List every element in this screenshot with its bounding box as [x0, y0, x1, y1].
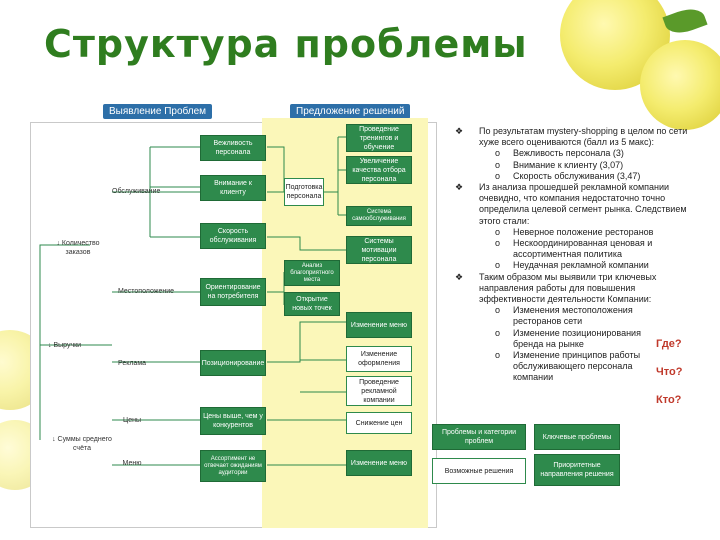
solution-new-points: Открытие новых точек: [284, 292, 340, 316]
lemon-decoration: [640, 40, 720, 130]
solution-change-menu-1: Изменение меню: [346, 312, 412, 338]
legend-possible: Возможные решения: [432, 458, 526, 484]
solution-staff-prep: Подготовка персонала: [284, 178, 324, 206]
solution-ad-campaign: Проведение рекламной компании: [346, 376, 412, 406]
solution-motivation: Системы мотивации персонала: [346, 236, 412, 264]
finding-paragraph: ❖ Из анализа прошедшей рекламной компани…: [455, 182, 687, 226]
question-where: Где?: [656, 338, 682, 350]
result-orders: ↓ Количество заказов: [56, 240, 100, 256]
category-location: Местоположение: [117, 288, 175, 295]
finding-paragraph: ❖ По результатам mystery-shopping в цело…: [455, 126, 688, 148]
section-tab-solutions: Предложение решений: [290, 104, 411, 119]
question-who: Кто?: [656, 394, 682, 406]
legend-problems: Проблемы и категории проблем: [432, 424, 526, 450]
bullet-diamond-icon: ❖: [455, 126, 464, 136]
section-tab-problems: Выявление Проблем: [103, 104, 213, 119]
result-avg-check: ↓ Суммы среднего счёта: [52, 436, 112, 452]
solution-selection: Увеличение качества отбора персонала: [346, 156, 412, 184]
solution-system: Система самообслуживания: [346, 206, 412, 226]
question-what: Что?: [656, 366, 683, 378]
problem-menu: Ассортимент не отвечает ожиданиям аудито…: [200, 450, 266, 482]
solution-change-design: Изменение оформления: [346, 346, 412, 372]
problem-attention: Внимание к клиенту: [200, 175, 266, 201]
category-service: Обслуживание: [112, 188, 161, 195]
page-title: Структура проблемы: [44, 22, 528, 66]
findings-text: ❖ По результатам mystery-shopping в цело…: [445, 126, 690, 384]
legend-priority: Приоритетные направления решения: [534, 454, 620, 486]
solution-price-cut: Снижение цен: [346, 412, 412, 434]
solution-analysis: Анализ благоприятного места: [284, 260, 340, 286]
result-revenue: ↓ Выручки: [48, 342, 82, 349]
problem-positioning: Позиционирование: [200, 350, 266, 376]
bullet-diamond-icon: ❖: [455, 182, 464, 193]
solution-training: Проведение тренингов и обучение: [346, 124, 412, 152]
problem-speed: Скорость обслуживания: [200, 223, 266, 249]
legend-key: Ключевые проблемы: [534, 424, 620, 450]
category-advertising: Реклама: [117, 360, 147, 367]
bullet-diamond-icon: ❖: [455, 271, 464, 282]
solution-change-menu-2: Изменение меню: [346, 450, 412, 476]
problem-orientation: Ориентирование на потребителя: [200, 278, 266, 306]
problem-politeness: Вежливость персонала: [200, 135, 266, 161]
problem-prices-higher: Цены выше, чем у конкурентов: [200, 407, 266, 435]
category-price: Цены: [123, 417, 141, 424]
finding-paragraph: ❖ Таким образом мы выявили три ключевых …: [455, 271, 657, 305]
category-menu: Меню: [122, 460, 142, 467]
